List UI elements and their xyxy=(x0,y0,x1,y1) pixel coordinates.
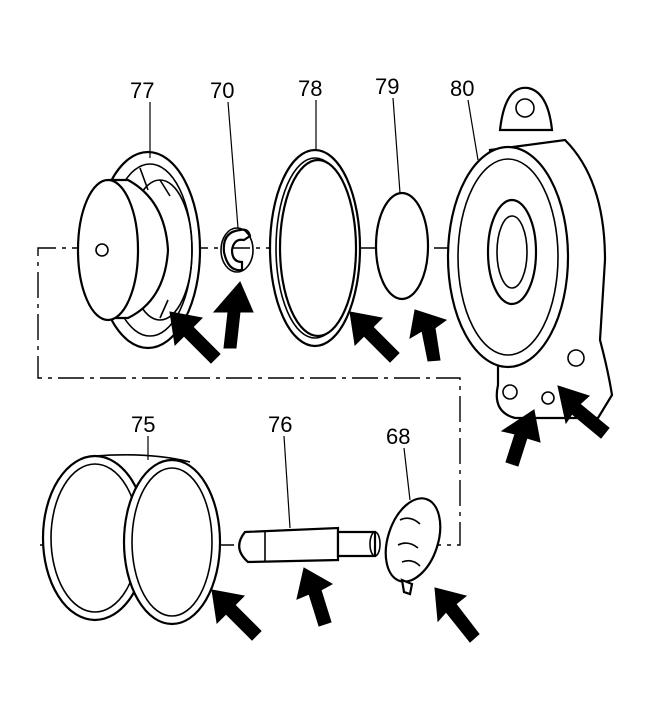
callout-76: 76 xyxy=(268,412,292,437)
location-arrows xyxy=(169,281,610,643)
arrow-icon xyxy=(212,281,254,349)
callout-78: 78 xyxy=(298,76,322,101)
callout-68: 68 xyxy=(386,424,410,449)
part-76-spring-pin xyxy=(238,526,381,564)
callout-labels: 77 70 78 79 80 75 76 68 xyxy=(130,74,474,449)
callout-80: 80 xyxy=(450,76,474,101)
arrow-icon xyxy=(409,309,448,362)
part-79-seal-disc xyxy=(374,191,430,301)
arrow-icon xyxy=(500,409,541,467)
arrow-icon xyxy=(557,385,610,439)
leader-lines xyxy=(147,97,479,529)
arrow-icon xyxy=(211,589,262,641)
arrow-icon xyxy=(169,311,221,364)
callout-79: 79 xyxy=(375,74,399,99)
part-77-piston xyxy=(76,150,202,350)
part-70-snap-ring xyxy=(220,227,254,273)
callout-77: 77 xyxy=(130,78,154,103)
callout-70: 70 xyxy=(210,78,234,103)
arrow-icon xyxy=(349,311,400,363)
part-78-seal-ring xyxy=(268,148,362,348)
arrow-icon xyxy=(434,587,480,643)
arrow-icon xyxy=(296,567,334,627)
part-68-orifice-plate xyxy=(384,497,442,596)
callout-75: 75 xyxy=(131,412,155,437)
part-75-seal-rings xyxy=(41,454,222,626)
part-80-housing xyxy=(446,86,614,420)
